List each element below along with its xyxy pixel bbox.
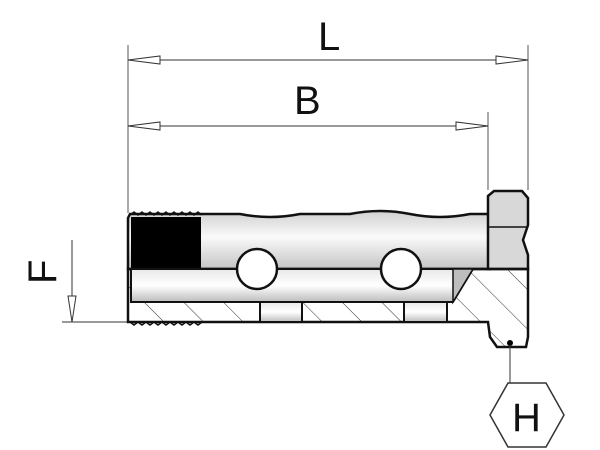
hex-label: H [512, 396, 541, 440]
dimension-f: F [21, 240, 128, 323]
hole-dot [507, 340, 513, 346]
dimension-b: B [127, 79, 489, 131]
cross-hole [235, 247, 279, 291]
dimension-l: L [127, 15, 529, 65]
cross-hole [379, 247, 423, 291]
dimension-l-label: L [318, 15, 340, 59]
dimension-f-label: F [21, 260, 65, 284]
thread-region [131, 217, 201, 269]
dimension-b-label: B [294, 79, 321, 123]
groove [403, 301, 448, 323]
groove [259, 301, 303, 323]
hexagon-icon [489, 382, 565, 448]
bolt-body [126, 189, 530, 349]
hex-callout: H [489, 345, 565, 448]
extension-lines [127, 45, 529, 213]
hex-head [486, 189, 530, 271]
